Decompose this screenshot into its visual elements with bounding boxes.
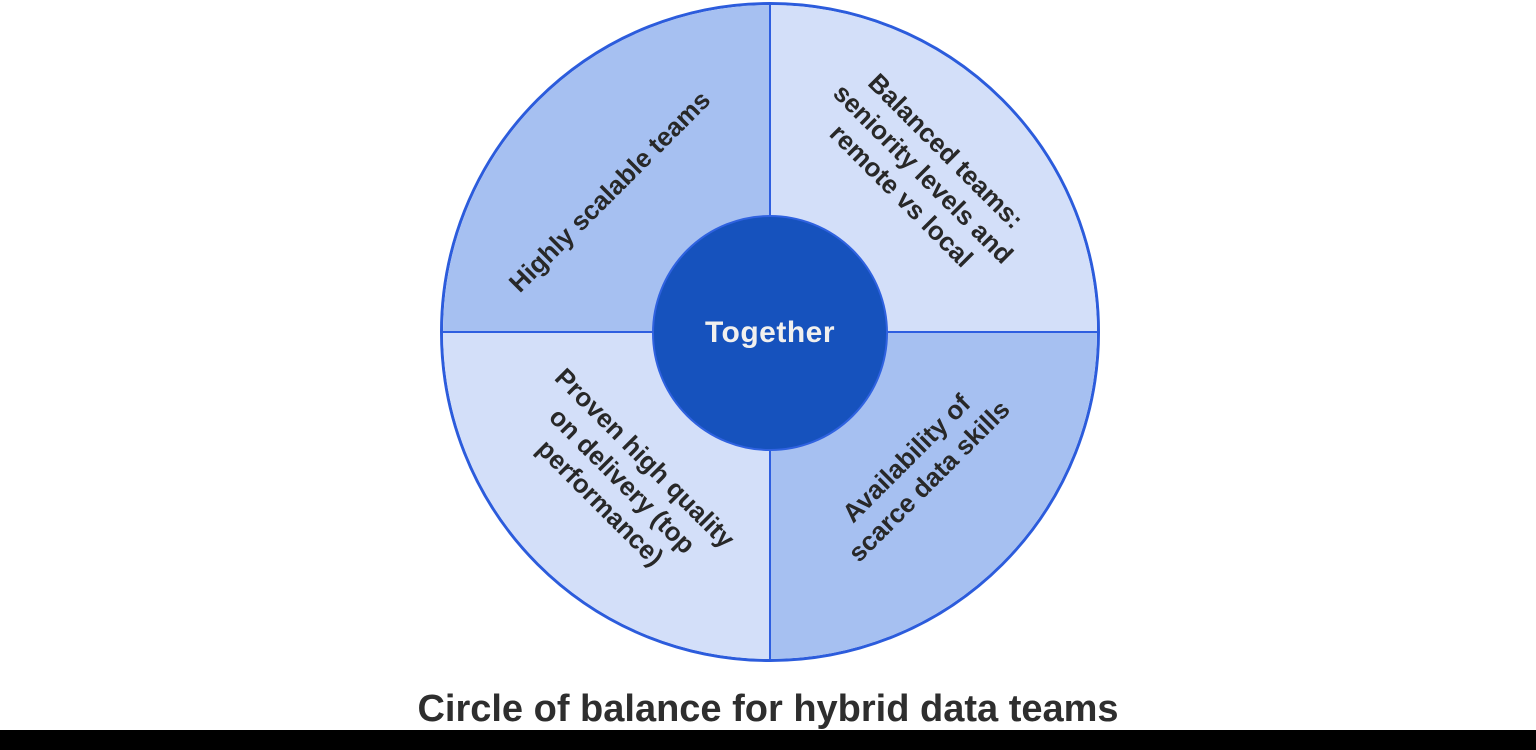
diagram-caption: Circle of balance for hybrid data teams [417, 688, 1119, 730]
center-hub-circle: Together [652, 215, 888, 451]
footer-black-bar [0, 730, 1536, 750]
center-hub-label: Together [704, 316, 836, 349]
